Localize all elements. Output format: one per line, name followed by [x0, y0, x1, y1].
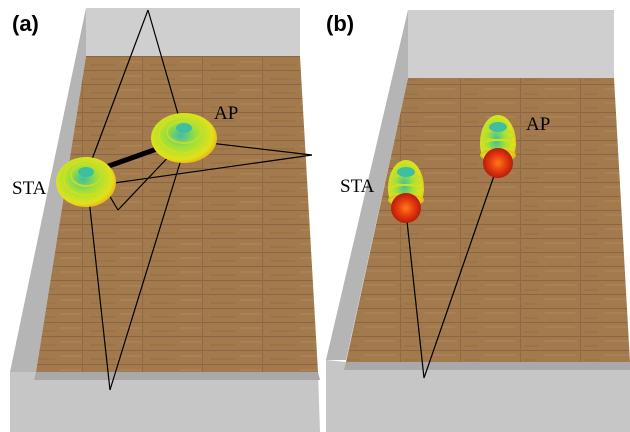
ap-beam-pattern [480, 115, 516, 178]
left-wall [326, 10, 408, 360]
ap-beam-pattern [151, 113, 217, 163]
front-wall-top [344, 362, 630, 370]
panel-a: (a) STA AP [10, 8, 320, 432]
panel-a-label: (a) [12, 11, 39, 36]
front-wall-top [34, 372, 320, 380]
back-wall [86, 8, 300, 56]
sta-beam-pattern [56, 157, 116, 207]
reflection-rays [405, 169, 497, 379]
panel-b-ap-label: AP [526, 114, 550, 135]
panel-a-ap-label: AP [214, 103, 238, 124]
panel-b: (b) STA AP [326, 10, 630, 432]
panel-a-sta-label: STA [12, 178, 47, 199]
panel-b-label: (b) [326, 11, 354, 36]
panel-b-sta-label: STA [340, 176, 375, 197]
floor [36, 56, 318, 372]
front-wall [326, 360, 630, 432]
back-wall [408, 10, 614, 78]
floor [346, 78, 630, 362]
sta-beam-pattern [388, 160, 424, 223]
front-wall [10, 372, 320, 432]
left-wall [10, 8, 86, 372]
reflection-rays [87, 9, 313, 391]
